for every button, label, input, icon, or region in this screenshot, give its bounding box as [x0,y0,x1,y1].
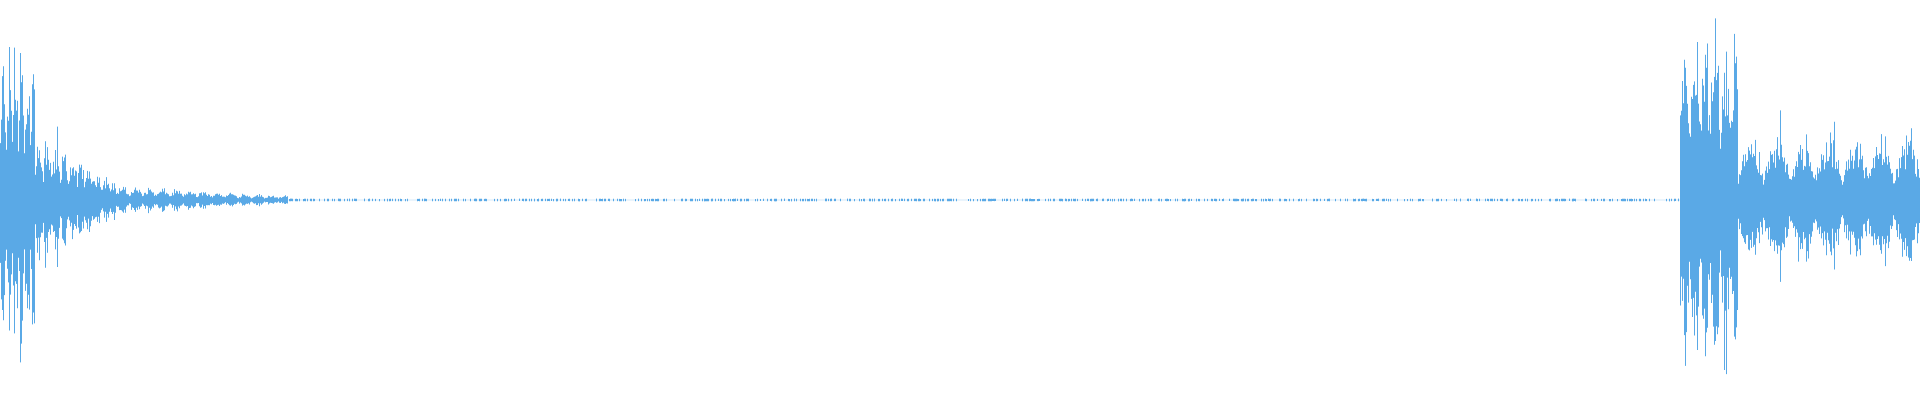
waveform-trace [0,18,1920,375]
waveform-path [0,18,1920,375]
